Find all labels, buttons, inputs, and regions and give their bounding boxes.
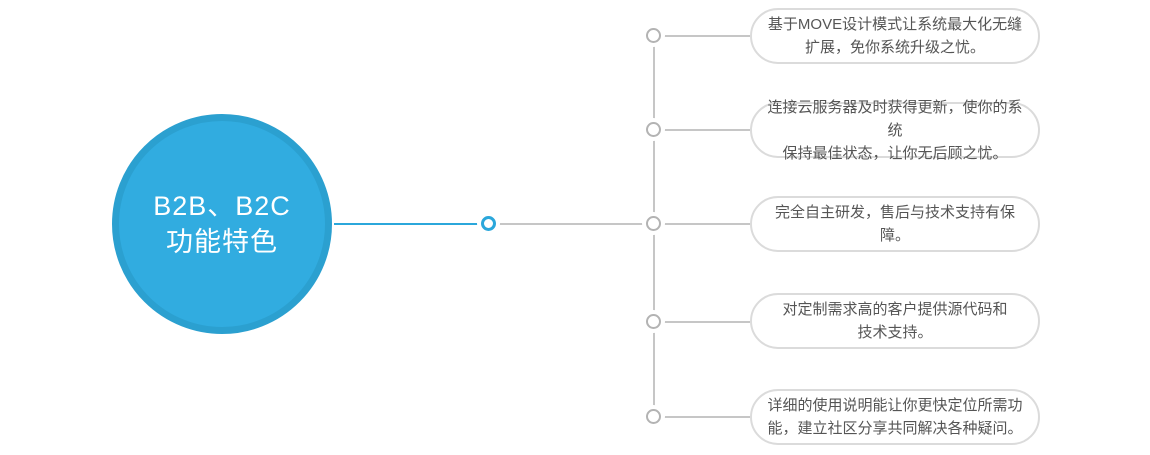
- main-topic-circle: B2B、B2C 功能特色: [112, 114, 332, 334]
- node-ring-icon-2: [646, 122, 661, 137]
- node-ring-icon-5: [646, 409, 661, 424]
- feature-pill-1: 基于MOVE设计模式让系统最大化无缝 扩展，免你系统升级之忧。: [750, 8, 1040, 64]
- feature-text: 连接云服务器及时获得更新，使你的系统: [767, 98, 1023, 139]
- branch-line-1: [661, 35, 750, 37]
- feature-text: 保持最佳状态，让你无后顾之忧。: [782, 144, 1008, 162]
- feature-text: 能，建立社区分享共同解决各种疑问。: [767, 420, 1023, 437]
- branch-line-3: [661, 223, 750, 225]
- node-ring-icon-3: [646, 216, 661, 231]
- node-ring-icon-4: [646, 314, 661, 329]
- feature-pill-5: 详细的使用说明能让你更快定位所需功 能，建立社区分享共同解决各种疑问。: [750, 389, 1040, 445]
- feature-text: 扩展，免你系统升级之忧。: [804, 39, 985, 56]
- connector-line-blue: [334, 223, 481, 225]
- feature-text: 基于MOVE设计模式让系统最大化无缝: [767, 16, 1023, 33]
- blue-ring-icon: [481, 216, 496, 231]
- node-ring-icon-1: [646, 28, 661, 43]
- topic-title-line2: 功能特色: [166, 227, 278, 257]
- feature-text: 完全自主研发，售后与技术支持有保障。: [774, 204, 1015, 244]
- feature-pill-4: 对定制需求高的客户提供源代码和 技术支持。: [750, 293, 1040, 349]
- branch-line-4: [661, 321, 750, 323]
- feature-pill-2: 连接云服务器及时获得更新，使你的系统 保持最佳状态，让你无后顾之忧。: [750, 99, 1040, 162]
- feature-pill-3: 完全自主研发，售后与技术支持有保障。: [750, 196, 1040, 252]
- branch-line-5: [661, 416, 750, 418]
- feature-text: 对定制需求高的客户提供源代码和: [782, 301, 1008, 318]
- feature-text: 技术支持。: [857, 324, 933, 341]
- feature-text: 详细的使用说明能让你更快定位所需功: [767, 397, 1023, 414]
- branch-line-2: [661, 129, 750, 131]
- connector-line-gray: [495, 223, 647, 225]
- topic-title-line1: B2B、B2C: [153, 191, 291, 221]
